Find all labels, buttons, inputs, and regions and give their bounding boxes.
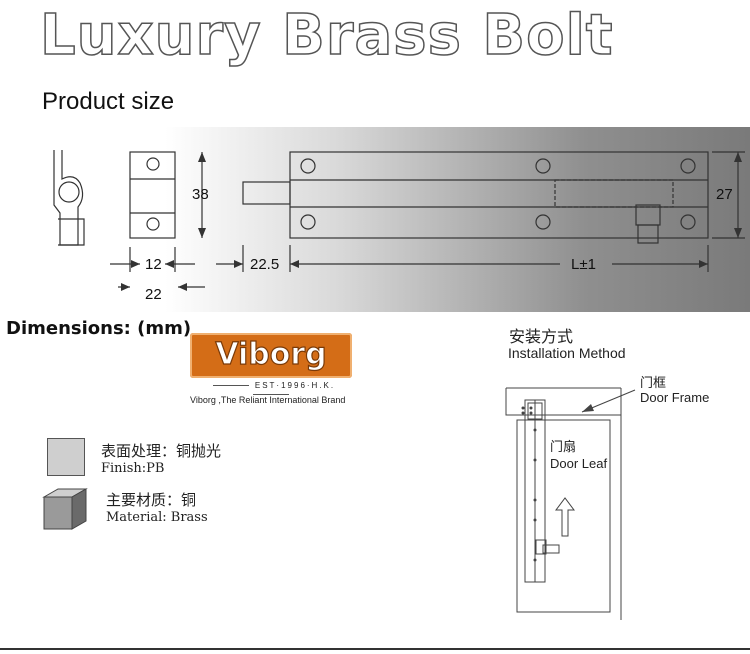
side-profile <box>53 150 84 246</box>
material-cube-icon <box>42 488 88 530</box>
page-title: Luxury Brass Bolt <box>39 3 614 68</box>
material-label-en: Material: Brass <box>106 510 208 525</box>
brand-tagline: Viborg ,The Reliant International Brand <box>190 395 346 405</box>
door-frame-label-zh: 门框 <box>640 375 666 390</box>
section-subtitle: Product size <box>42 88 175 115</box>
installation-title-en: Installation Method <box>508 345 626 361</box>
door-leaf-label-en: Door Leaf <box>550 456 607 471</box>
material-label-zh: 主要材质：铜 <box>106 491 197 509</box>
brand-established: EST·1996·H.K. <box>190 381 352 399</box>
dimension-drawing: 38 27 12 22.5 L±1 22 <box>53 150 745 303</box>
front-plate <box>129 151 176 239</box>
side-knob <box>58 181 80 203</box>
door-frame <box>505 388 622 620</box>
installation-diagram: 门框 Door Frame 门扇 Door Leaf <box>505 375 709 620</box>
dimensions-label: Dimensions: (mm) <box>6 318 192 339</box>
finish-label-en: Finish:PB <box>101 461 165 476</box>
brand-name: Viborg <box>215 336 328 372</box>
installation-title-zh: 安装方式 <box>509 327 574 346</box>
dim-offset: 22.5 <box>250 256 279 273</box>
door-frame-label-en: Door Frame <box>640 390 709 405</box>
bottom-divider <box>0 648 750 650</box>
finish-label-zh: 表面处理：铜抛光 <box>101 442 222 460</box>
product-drawing: 38 27 12 22.5 L±1 22 <box>0 127 750 312</box>
dim-height: 38 <box>192 186 209 203</box>
door-leaf <box>516 419 611 613</box>
door-leaf-label-zh: 门扇 <box>550 439 576 454</box>
dim-width-1: 12 <box>145 256 162 273</box>
dim-right: 27 <box>716 186 733 203</box>
dim-width-2: 22 <box>145 286 162 303</box>
bolt-pin <box>242 181 291 205</box>
finish-swatch <box>47 438 85 476</box>
brand-logo: Viborg <box>190 333 352 378</box>
dim-length: L±1 <box>571 256 596 273</box>
